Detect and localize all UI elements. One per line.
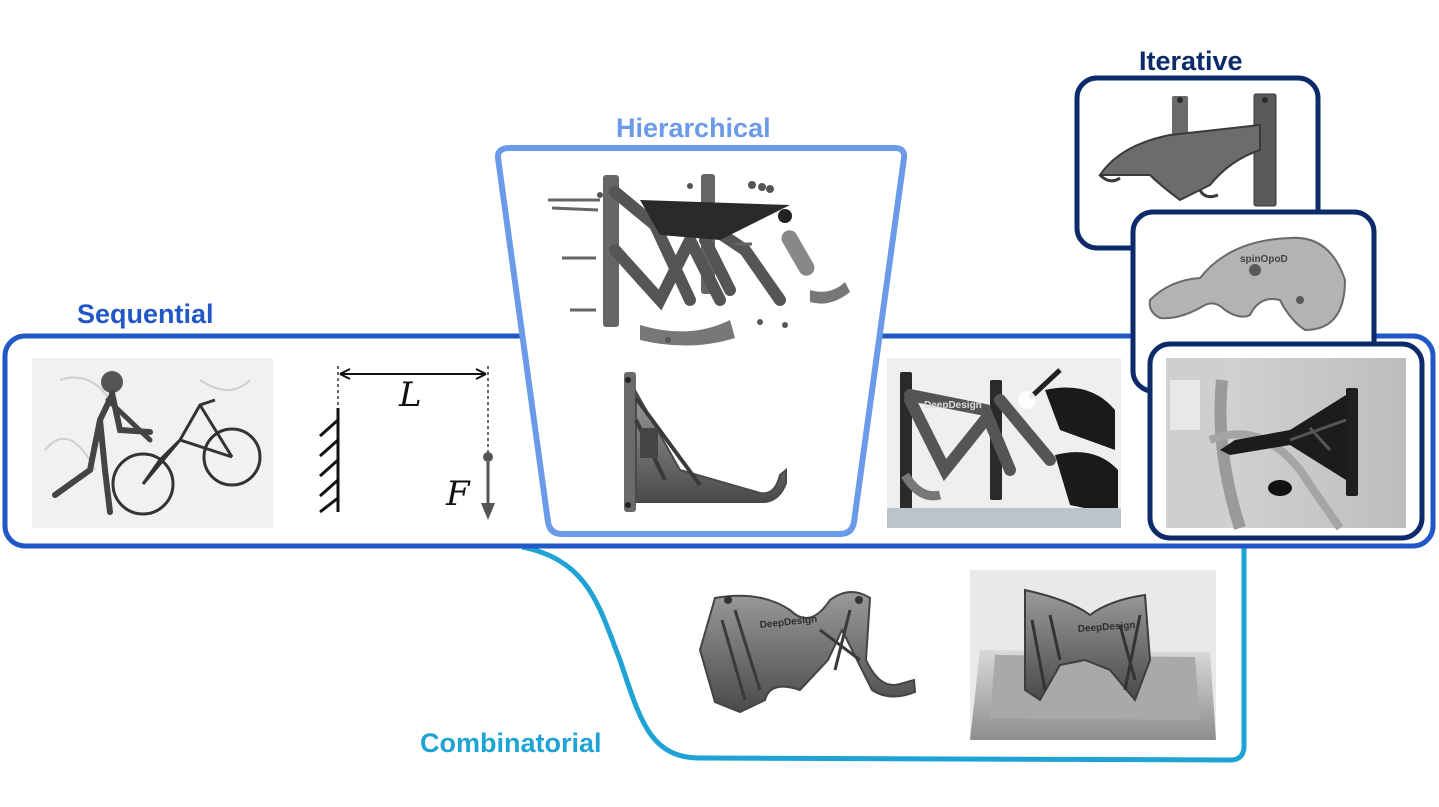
powder-bed-photo: DeepDesign	[970, 570, 1216, 740]
force-symbol: F	[445, 474, 471, 514]
assembled-bracket-render	[624, 372, 787, 512]
mounted-bike-photo	[1166, 358, 1406, 531]
iterative-label: Iterative	[1139, 46, 1243, 76]
rack-logo-text: spinOpoD	[1240, 254, 1288, 265]
molded-rack-image: spinOpoD	[1148, 236, 1347, 332]
length-symbol: L	[398, 375, 422, 415]
welding-photo: DeepDesign	[887, 358, 1121, 528]
lattice-bracket-render: DeepDesign	[698, 591, 917, 714]
load-point	[483, 452, 493, 462]
powder-bed-brand-text: DeepDesign	[1077, 620, 1135, 635]
welded-brand-text: DeepDesign	[924, 400, 982, 411]
cantilever-diagram: L F	[319, 366, 495, 520]
combinatorial-outline	[521, 544, 1247, 763]
nut-group	[597, 181, 788, 343]
exploded-assembly-render	[548, 174, 850, 346]
wall-hatch	[319, 418, 339, 438]
combinatorial-label: Combinatorial	[420, 728, 602, 758]
hierarchical-label: Hierarchical	[616, 113, 771, 143]
sequential-label: Sequential	[77, 299, 214, 329]
bolt-group	[548, 198, 752, 312]
bicycle-sketch-image	[32, 358, 273, 528]
ornate-bracket-image	[1098, 93, 1277, 207]
